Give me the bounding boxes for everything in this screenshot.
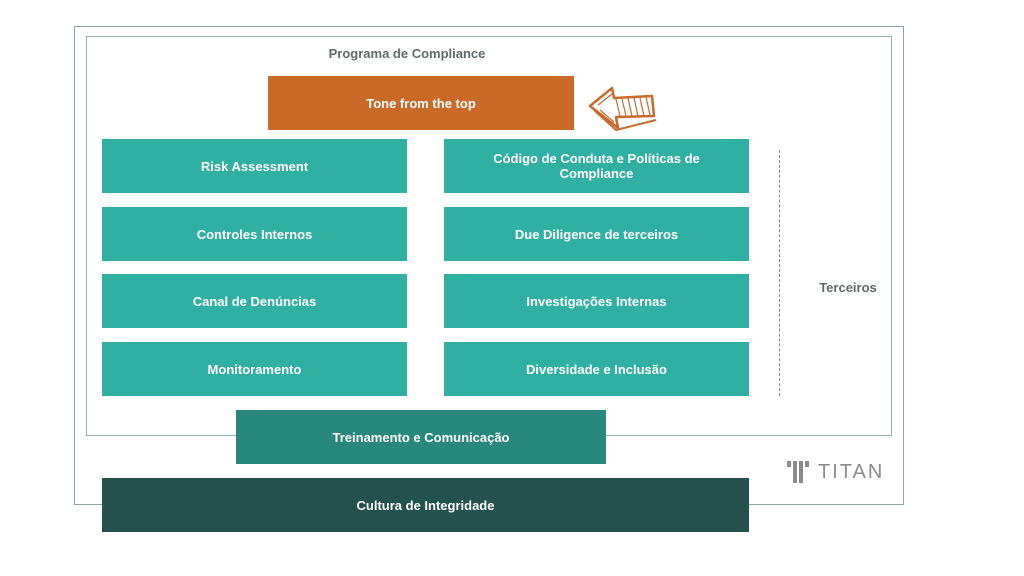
titan-logo-icon [787,461,809,483]
controles-internos-box: Controles Internos [102,207,407,261]
canal-de-denuncias-box: Canal de Denúncias [102,274,407,328]
tone-from-the-top-box: Tone from the top [268,76,574,130]
terceiros-divider [779,150,780,396]
diversidade-inclusao-box: Diversidade e Inclusão [444,342,749,396]
due-diligence-box: Due Diligence de terceiros [444,207,749,261]
titan-logo-text: TITAN [818,460,885,483]
investigacoes-internas-box: Investigações Internas [444,274,749,328]
codigo-de-conduta-box: Código de Conduta e Políticas de Complia… [444,139,749,193]
cultura-integridade-box: Cultura de Integridade [102,478,749,532]
monitoramento-box: Monitoramento [102,342,407,396]
terceiros-label: Terceiros [819,280,877,295]
treinamento-comunicacao-box: Treinamento e Comunicação [236,410,606,464]
titan-logo: TITAN [786,458,884,486]
program-title: Programa de Compliance [328,46,486,61]
hand-drawn-arrow-icon [588,86,657,132]
risk-assessment-box: Risk Assessment [102,139,407,193]
